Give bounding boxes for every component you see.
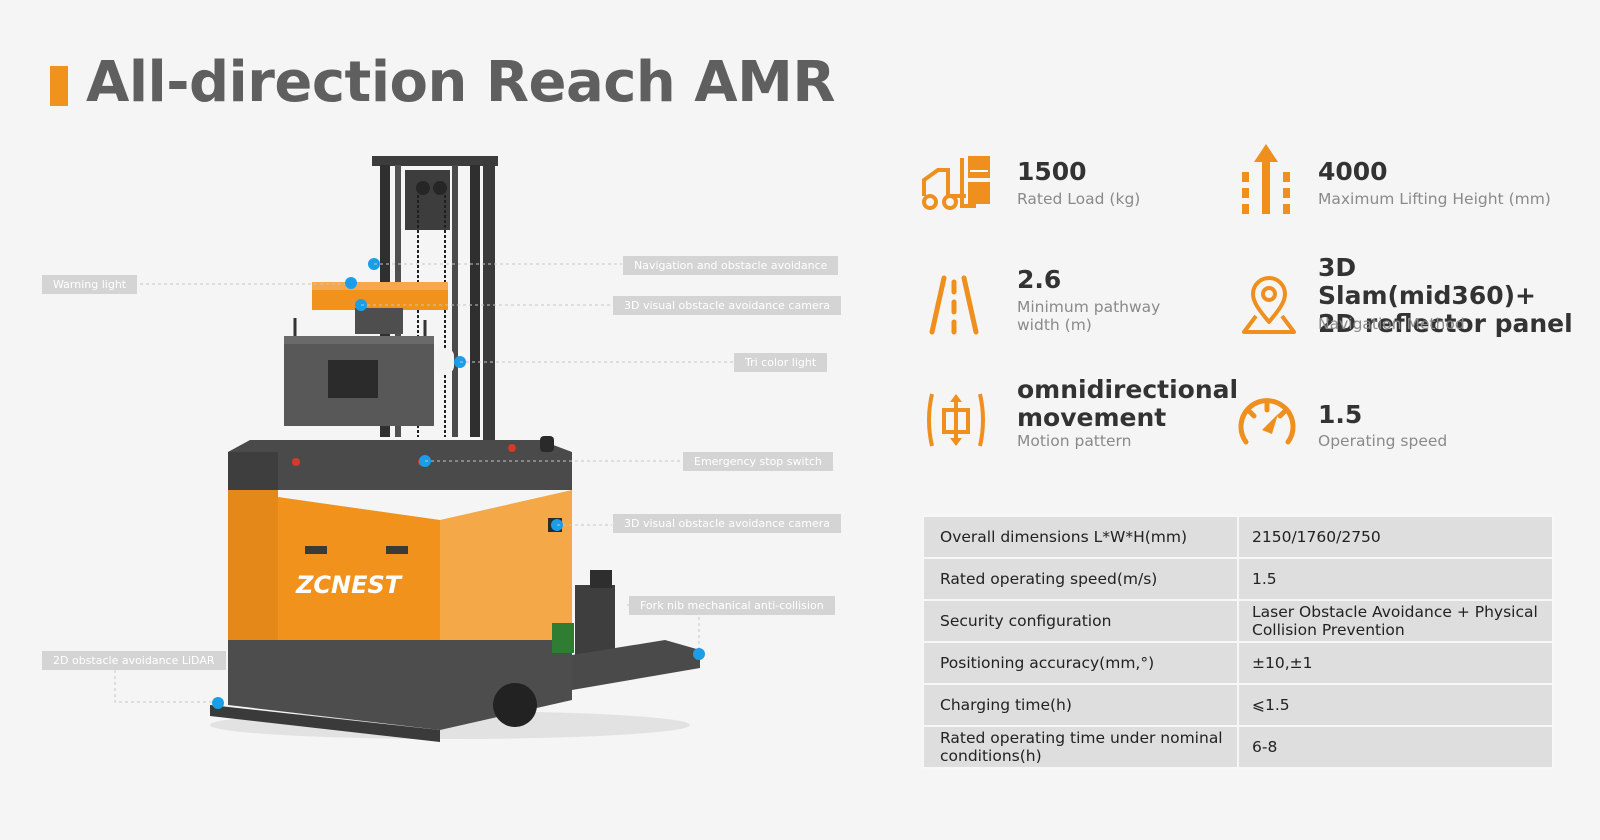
callout-3d-camera-side: 3D visual obstacle avoidance camera (613, 514, 841, 533)
callout-warning-light: Warning light (42, 275, 138, 294)
table-cell-label: Overall dimensions L*W*H(mm) (922, 515, 1239, 559)
callout-tri-color-light: Tri color light (734, 353, 828, 372)
table-cell-value: 2150/1760/2750 (1237, 515, 1554, 559)
spec-value: 1500 (1017, 157, 1087, 186)
spec-label: Minimum pathway width (m) (1017, 298, 1161, 334)
spec-value: 4000 (1318, 157, 1388, 186)
spec-table: Overall dimensions L*W*H(mm) 2150/1760/2… (922, 515, 1554, 769)
table-cell-value: Laser Obstacle Avoidance + Physical Coll… (1237, 599, 1554, 643)
forklift-drawing: ZCNEST (114, 156, 733, 742)
speedometer-icon (1238, 398, 1296, 445)
table-row: Charging time(h) ⩽1.5 (922, 683, 1554, 727)
table-cell-label: Security configuration (922, 599, 1239, 643)
table-row: Security configuration Laser Obstacle Av… (922, 599, 1554, 643)
callout-3d-camera-top: 3D visual obstacle avoidance camera (613, 296, 841, 315)
lift-arrow-icon (1242, 144, 1290, 214)
spec-value: omnidirectional movement (1017, 375, 1239, 432)
spec-value: 2.6 (1017, 265, 1062, 294)
table-row: Positioning accuracy(mm,°) ±10,±1 (922, 641, 1554, 685)
amr-illustration: ZCNEST Warning lig (0, 130, 860, 760)
spec-label: Motion pattern (1017, 432, 1132, 450)
title-accent-bar (50, 66, 68, 106)
callout-2d-lidar: 2D obstacle avoidance LiDAR (42, 651, 226, 670)
table-cell-value: 6-8 (1237, 725, 1554, 769)
callout-navigation: Navigation and obstacle avoidance (623, 256, 839, 275)
table-row: Rated operating speed(m/s) 1.5 (922, 557, 1554, 601)
spec-label: Navigation Method (1318, 315, 1465, 333)
table-cell-value: ±10,±1 (1237, 641, 1554, 685)
spec-value: 3D Slam(mid360)+ 2D reflector panel (1318, 253, 1573, 338)
callout-emergency-stop: Emergency stop switch (683, 452, 833, 471)
table-cell-value: 1.5 (1237, 557, 1554, 601)
table-cell-label: Positioning accuracy(mm,°) (922, 641, 1239, 685)
table-cell-label: Charging time(h) (922, 683, 1239, 727)
spec-value: 1.5 (1318, 400, 1363, 429)
spec-label: Rated Load (kg) (1017, 190, 1141, 208)
brand-logo: ZCNEST (295, 571, 403, 599)
map-pin-icon (1242, 276, 1296, 334)
pathway-icon (929, 275, 979, 335)
table-row: Overall dimensions L*W*H(mm) 2150/1760/2… (922, 515, 1554, 559)
page-title: All-direction Reach AMR (86, 50, 835, 115)
spec-label: Maximum Lifting Height (mm) (1318, 190, 1551, 208)
table-cell-label: Rated operating time under nominal condi… (922, 725, 1239, 769)
table-row: Rated operating time under nominal condi… (922, 725, 1554, 769)
callout-fork-anti-collision: Fork nib mechanical anti-collision (629, 596, 835, 615)
spec-label: Operating speed (1318, 432, 1448, 450)
table-cell-label: Rated operating speed(m/s) (922, 557, 1239, 601)
forklift-load-icon (922, 156, 990, 210)
omni-move-icon (927, 393, 985, 447)
table-cell-value: ⩽1.5 (1237, 683, 1554, 727)
